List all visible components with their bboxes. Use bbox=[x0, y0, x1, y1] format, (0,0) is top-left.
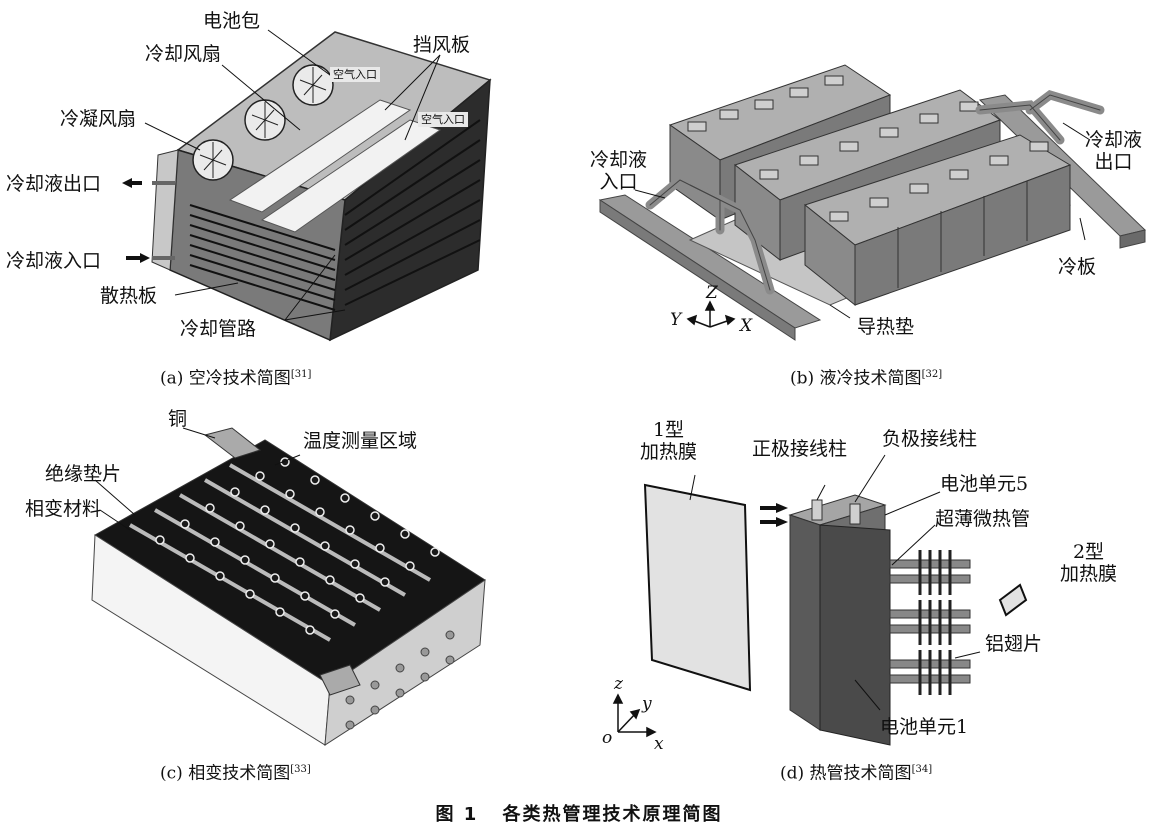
caption-a: (a) 空冷技术简图[31] bbox=[160, 368, 312, 389]
heat-pipe-illustration bbox=[612, 454, 1028, 746]
figure-number: 图 1 bbox=[435, 804, 479, 825]
panel-d-heat-pipe: 1型 加热膜 正极接线柱 负极接线柱 电池单元5 超薄微热管 2型 加热膜 铝翅… bbox=[580, 400, 1158, 795]
label-heating-film-2: 2型 加热膜 bbox=[1060, 541, 1118, 585]
label-heat-sink: 散热板 bbox=[100, 285, 158, 307]
axis-x-label-d: x bbox=[654, 734, 664, 754]
label-baffle: 挡风板 bbox=[413, 34, 471, 56]
label-negative-terminal: 负极接线柱 bbox=[882, 428, 978, 450]
label-cell-5: 电池单元5 bbox=[940, 473, 1029, 495]
panel-b-liquid-cooling: 冷却液 入口 冷却液 出口 冷板 导热垫 Z Y X (b) 液冷技术简图[32… bbox=[580, 0, 1158, 400]
label-cold-plate: 冷板 bbox=[1058, 256, 1097, 278]
label-pcm: 相变材料 bbox=[25, 498, 102, 520]
label-air-inlet-1: 空气入口 bbox=[330, 67, 380, 82]
axis-z-label: Z bbox=[706, 283, 718, 303]
label-cell-1: 电池单元1 bbox=[880, 716, 969, 738]
axis-x-label: X bbox=[740, 316, 753, 336]
panel-a-air-cooling: 电池包 冷却风扇 挡风板 空气入口 空气入口 冷凝风扇 冷却液出口 冷却液入口 … bbox=[0, 0, 580, 400]
label-coolant-outlet: 冷却液出口 bbox=[6, 173, 102, 195]
caption-b: (b) 液冷技术简图[32] bbox=[790, 368, 943, 389]
label-copper: 铜 bbox=[168, 408, 188, 430]
caption-c: (c) 相变技术简图[33] bbox=[160, 763, 311, 784]
label-thermal-pad: 导热垫 bbox=[857, 316, 915, 338]
figure-caption: 图 1 各类热管理技术原理简图 bbox=[0, 800, 1158, 826]
label-coolant-outlet-b: 冷却液 出口 bbox=[1085, 129, 1143, 173]
liquid-cooling-illustration bbox=[598, 64, 1147, 341]
label-battery-pack: 电池包 bbox=[203, 10, 261, 32]
label-heat-pipe: 超薄微热管 bbox=[935, 508, 1031, 530]
axis-y-label: Y bbox=[670, 310, 682, 330]
axis-o-label-d: o bbox=[602, 728, 613, 748]
label-coolant-inlet-b: 冷却液 入口 bbox=[590, 149, 648, 193]
label-positive-terminal: 正极接线柱 bbox=[752, 438, 848, 460]
label-insulation-pad: 绝缘垫片 bbox=[45, 463, 122, 485]
caption-d: (d) 热管技术简图[34] bbox=[780, 763, 933, 784]
label-coolant-inlet: 冷却液入口 bbox=[6, 250, 102, 272]
axis-y-label-d: y bbox=[642, 694, 652, 714]
figure-title: 各类热管理技术原理简图 bbox=[502, 804, 723, 825]
label-cooling-pipe: 冷却管路 bbox=[180, 318, 257, 340]
label-air-inlet-2: 空气入口 bbox=[418, 112, 468, 127]
axis-z-label-d: z bbox=[614, 674, 623, 694]
panel-c-phase-change: 铜 温度测量区域 绝缘垫片 相变材料 (c) 相变技术简图[33] bbox=[0, 400, 580, 795]
label-condenser-fan: 冷凝风扇 bbox=[60, 108, 137, 130]
label-temp-zone: 温度测量区域 bbox=[303, 430, 418, 452]
label-aluminum-fin: 铝翅片 bbox=[985, 633, 1043, 655]
phase-change-illustration bbox=[91, 427, 486, 746]
air-cooling-illustration bbox=[122, 29, 492, 342]
label-cooling-fan: 冷却风扇 bbox=[145, 43, 222, 65]
label-heating-film-1: 1型 加热膜 bbox=[640, 419, 698, 463]
